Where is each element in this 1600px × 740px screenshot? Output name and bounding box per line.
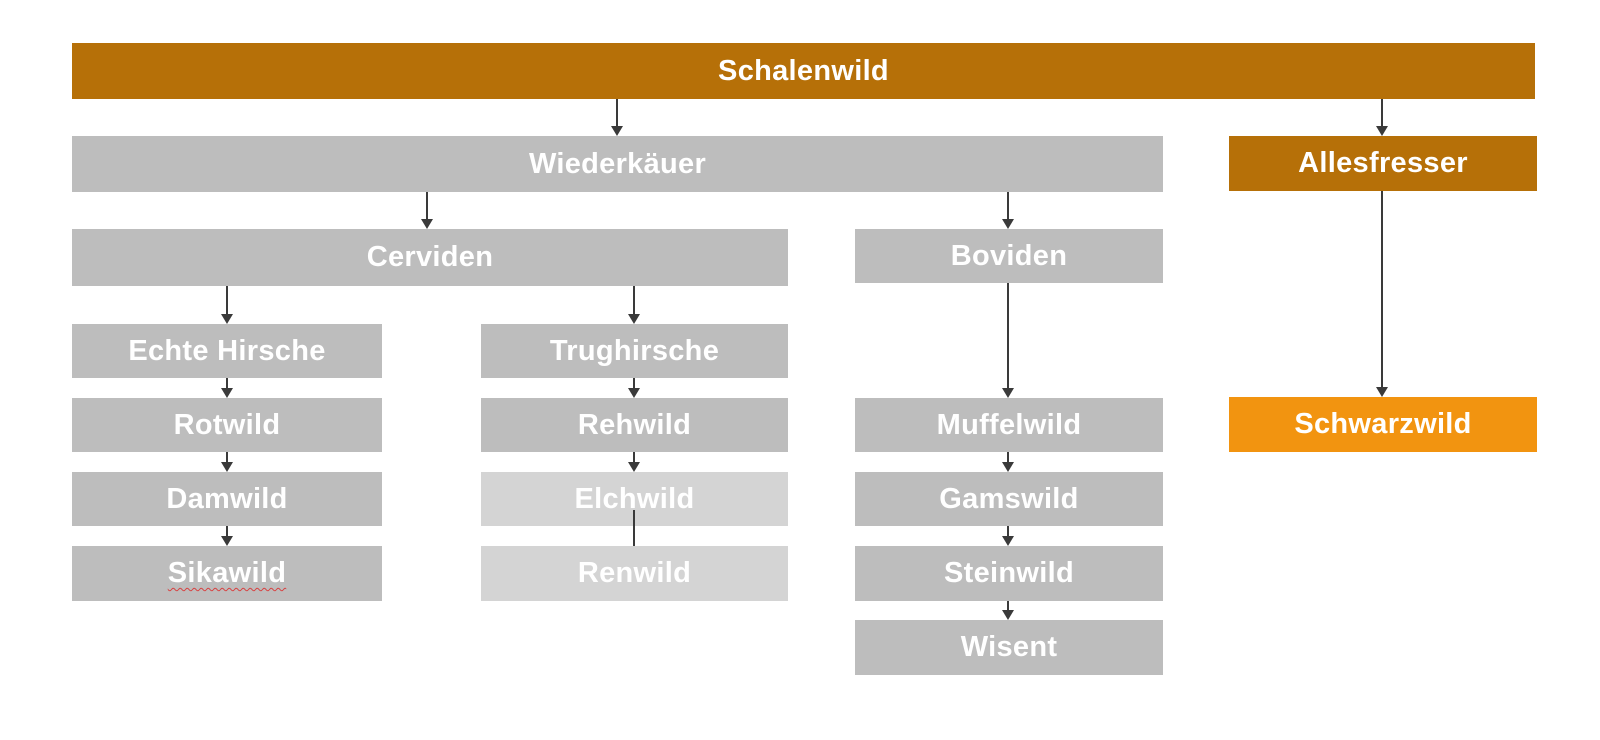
arrow-damwild-sikawild [221,526,233,546]
node-steinwild: Steinwild [855,546,1163,601]
node-label: Renwild [577,557,692,589]
node-label: Elchwild [574,482,695,515]
node-label: Gamswild [939,482,1079,515]
node-label: Cerviden [366,241,494,273]
arrow-gamswild-steinwild [1002,526,1014,546]
arrow-rehwild-elchwild [628,452,640,472]
arrow-steinwild-wisent [1002,601,1014,620]
node-label: Trughirsche [549,334,720,367]
node-gamswild: Gamswild [855,472,1163,526]
node-rehwild: Rehwild [481,398,788,452]
arrow-wiederkaeuer-boviden [1002,192,1014,229]
node-label: Damwild [166,482,288,515]
node-sikawild: Sikawild [72,546,382,601]
arrow-cerviden-echte-hirsche [221,286,233,324]
node-label: Schalenwild [718,54,889,87]
node-label: Sikawild [167,557,287,589]
node-schalenwild: Schalenwild [72,43,1535,99]
arrow-allesfresser-schwarzwild [1376,191,1388,397]
node-wisent: Wisent [855,620,1163,675]
node-label: Steinwild [944,557,1074,589]
arrow-boviden-muffelwild [1002,283,1014,398]
arrow-muffelwild-gamswild [1002,452,1014,472]
node-wiederkaeuer: Wiederkäuer [72,136,1163,192]
node-label: Allesfresser [1298,147,1468,179]
node-allesfresser: Allesfresser [1229,136,1537,191]
arrow-cerviden-trughirsche [628,286,640,324]
arrow-echte-hirsche-rotwild [221,378,233,398]
node-muffelwild: Muffelwild [855,398,1163,452]
node-echte-hirsche: Echte Hirsche [72,324,382,378]
arrow-rotwild-damwild [221,452,233,472]
node-label: Echte Hirsche [128,334,326,367]
node-label: Rehwild [577,408,692,441]
node-damwild: Damwild [72,472,382,526]
arrow-schalenwild-allesfresser [1376,99,1388,136]
node-renwild: Renwild [481,546,788,601]
node-schwarzwild: Schwarzwild [1229,397,1537,452]
node-trughirsche: Trughirsche [481,324,788,378]
node-label: Wiederkäuer [528,147,707,180]
arrow-schalenwild-wiederkaeuer [611,99,623,136]
node-elchwild: Elchwild [481,472,788,526]
arrow-wiederkaeuer-cerviden [421,192,433,229]
node-label: Boviden [950,239,1068,272]
node-label: Rotwild [173,408,281,441]
node-label: Wisent [960,631,1058,663]
node-rotwild: Rotwild [72,398,382,452]
node-label: Schwarzwild [1294,408,1472,440]
node-boviden: Boviden [855,229,1163,283]
node-label: Muffelwild [936,408,1082,441]
node-cerviden: Cerviden [72,229,788,286]
arrow-trughirsche-rehwild [628,378,640,398]
